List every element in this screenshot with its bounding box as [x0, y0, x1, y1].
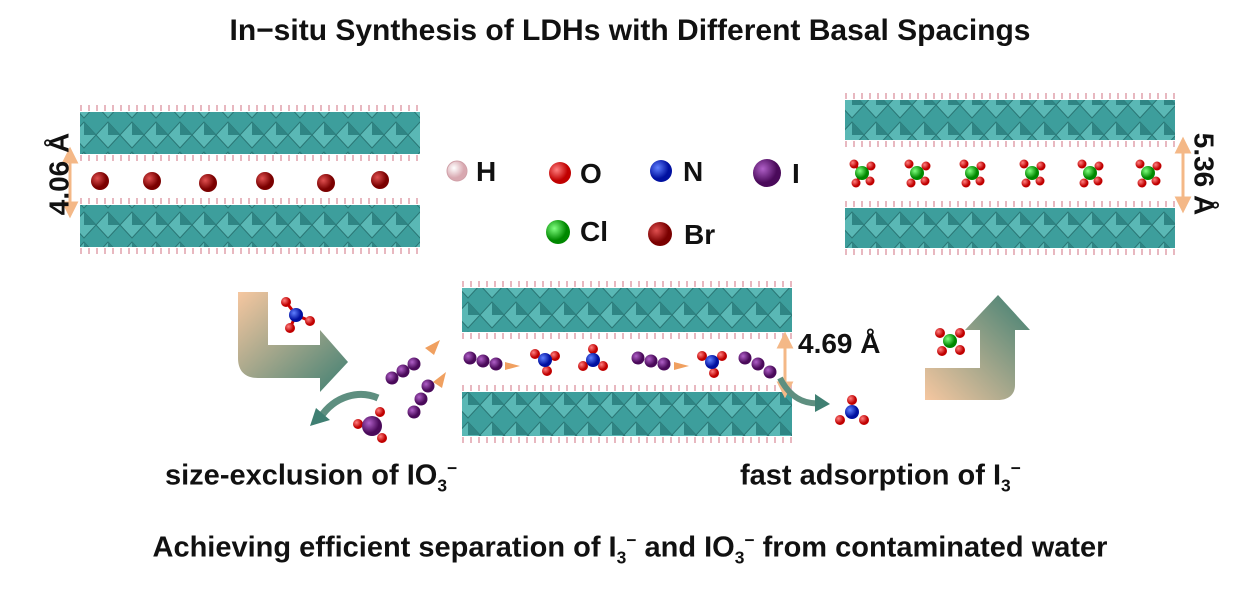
spacing-arrow-right: [1174, 136, 1192, 214]
perchlorate-ions: [849, 159, 1162, 188]
process-arrow-right: [925, 295, 1030, 400]
legend-swatch-o: [549, 162, 571, 184]
spacing-arrow-middle: [776, 331, 794, 399]
size-exclusion-label: size-exclusion of IO3−: [165, 458, 458, 496]
middle-interlayer-anions: [463, 344, 777, 379]
bottom-caption: Achieving efficient separation of I3− an…: [152, 530, 1108, 568]
ldh-layer-left-top: [80, 105, 420, 161]
perchlorate-ion-incoming: [935, 328, 965, 356]
figure-title: In−situ Synthesis of LDHs with Different…: [229, 14, 1031, 47]
legend-label-o: O: [580, 158, 602, 189]
basal-spacing-middle: 4.69 Å: [798, 328, 881, 359]
fast-adsorption-label: fast adsorption of I3−: [740, 458, 1021, 496]
legend-swatch-br: [648, 222, 672, 246]
bromide-ions: [91, 171, 389, 192]
triiodide-ions-free: [385, 340, 446, 419]
basal-spacing-left: 4.06 Å: [43, 132, 75, 216]
legend-swatch-i: [753, 159, 781, 187]
legend-label-i: I: [792, 158, 800, 189]
spacing-arrow-left: [61, 146, 79, 219]
exclusion-curved-arrow: [317, 391, 380, 421]
process-arrow-left: [238, 292, 348, 392]
nitrate-ion-released: [835, 395, 869, 425]
ldh-layer-middle-top: [462, 281, 792, 339]
basal-spacing-right: 5.36 Å: [1188, 132, 1220, 216]
legend-label-br: Br: [684, 219, 716, 250]
ldh-layer-left-bottom: [80, 198, 420, 254]
legend-swatches: [446, 159, 781, 246]
iodate-ion-excluded: [353, 407, 387, 443]
legend-label-cl: Cl: [580, 216, 608, 247]
ldh-layer-right-bottom: [845, 201, 1175, 255]
legend-label-h: H: [476, 156, 497, 187]
legend-swatch-n: [650, 160, 672, 182]
ldh-layer-right-top: [845, 93, 1175, 147]
nitrate-ion-incoming: [281, 297, 315, 333]
legend-label-n: N: [683, 156, 704, 187]
legend-swatch-cl: [546, 220, 570, 244]
ldh-layer-middle-bottom: [462, 385, 792, 443]
legend-swatch-h: [446, 160, 468, 182]
